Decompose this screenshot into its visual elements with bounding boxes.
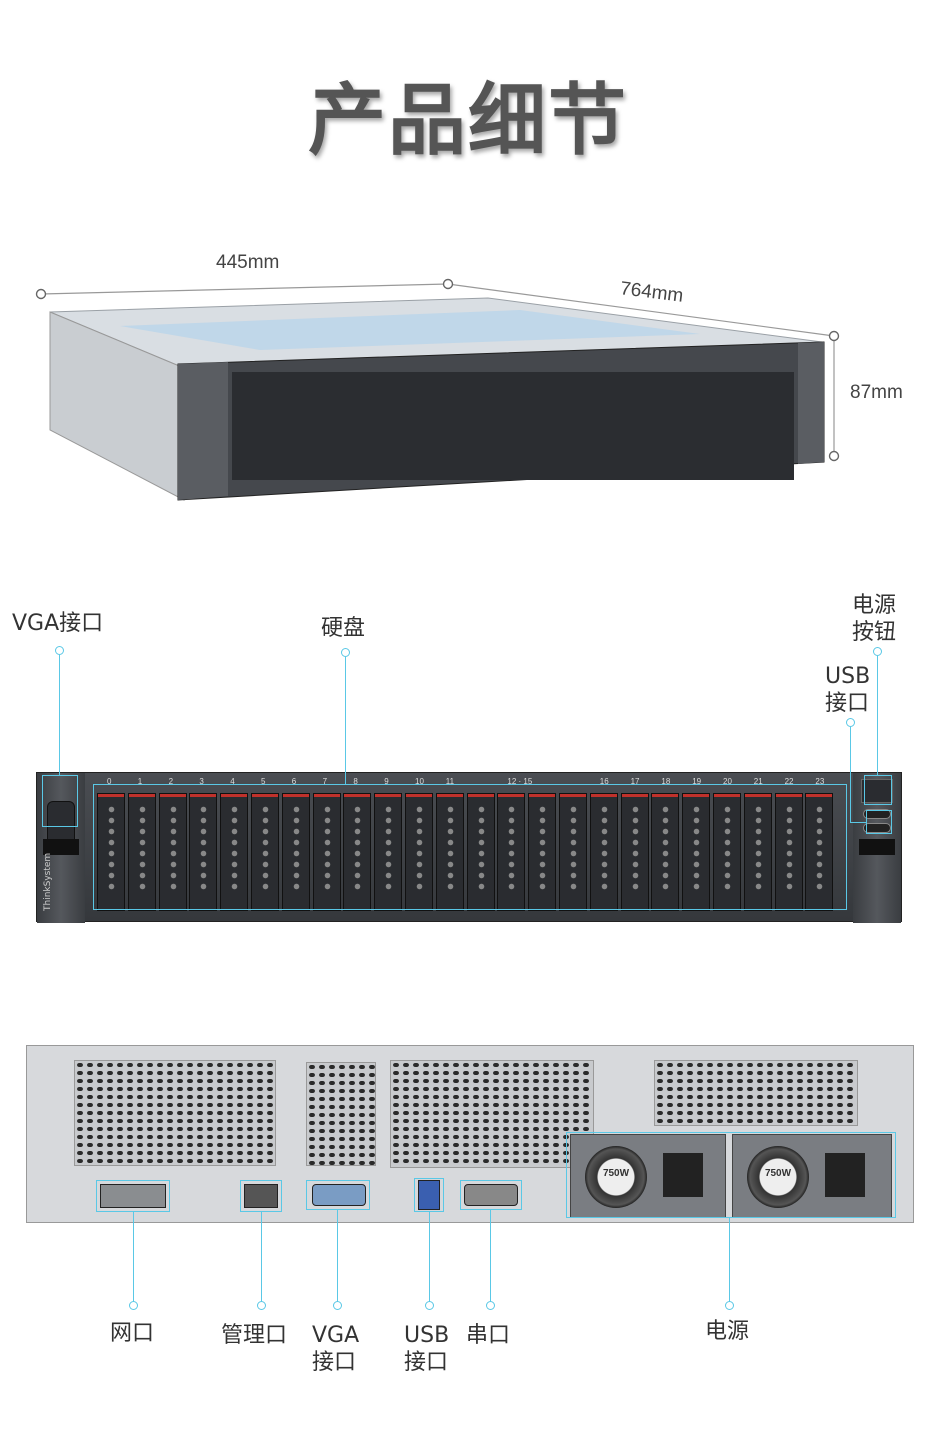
bay-number: 3	[199, 777, 204, 786]
psu-2-fan-icon: 750W	[747, 1146, 809, 1208]
drive-bay[interactable]	[158, 793, 187, 911]
drive-bay[interactable]	[559, 793, 587, 911]
right-ear	[853, 773, 901, 923]
psu-1-fan-icon: 750W	[585, 1146, 647, 1208]
riser3-grille	[654, 1060, 858, 1126]
bay-number: 21	[753, 777, 763, 786]
riser2-grille	[390, 1060, 594, 1168]
server-perspective-image	[35, 278, 840, 501]
perspective-drive-bays	[232, 372, 794, 480]
badge-slot	[43, 839, 79, 855]
bay-number: 10	[415, 777, 424, 786]
label-rear-network: 网口	[110, 1321, 155, 1346]
serial-port[interactable]	[464, 1184, 518, 1206]
label-front-vga: VGA接口	[12, 611, 104, 636]
bay-number: 7	[322, 777, 328, 786]
psu-1-socket	[663, 1153, 703, 1197]
highlight-rear-usb	[414, 1178, 444, 1212]
drive-bay[interactable]	[127, 793, 156, 911]
highlight-front-vga	[42, 775, 78, 827]
label-rear-management: 管理口	[221, 1323, 288, 1348]
center-grille	[306, 1062, 376, 1166]
riser1-grille	[74, 1060, 276, 1166]
width-label: 445mm	[216, 252, 280, 273]
bay-number: 16	[599, 777, 609, 786]
bay-number: 20	[723, 777, 732, 786]
highlight-management	[240, 1180, 282, 1212]
bay-number: 6	[291, 777, 297, 786]
usb-port-1[interactable]	[863, 809, 891, 819]
bay-number: 4	[230, 777, 235, 786]
drive-bay[interactable]	[97, 793, 125, 911]
height-label: 87mm	[850, 382, 903, 403]
highlight-rear-vga	[306, 1180, 370, 1210]
bay-number: 17	[630, 777, 640, 786]
drive-bay[interactable]	[281, 793, 310, 911]
drive-bay[interactable]	[435, 793, 464, 911]
label-rear-usb-2: 接口	[404, 1350, 449, 1375]
rear-usb-ports[interactable]	[418, 1180, 440, 1210]
rear-vga-port[interactable]	[312, 1184, 366, 1206]
drive-bay[interactable]	[528, 793, 557, 911]
bay-number: 1	[137, 777, 143, 786]
bay-number: 12 · 15	[507, 777, 533, 786]
brand-text: ThinkSystem	[43, 852, 53, 911]
psu-2: 750W	[732, 1134, 892, 1218]
label-rear-power: 电源	[705, 1319, 750, 1344]
bay-number: 5	[261, 777, 266, 786]
label-front-usb-1: USB	[825, 664, 871, 689]
highlight-power	[566, 1132, 896, 1218]
highlight-network	[96, 1180, 170, 1212]
drive-bay[interactable]	[589, 793, 618, 911]
drive-bay[interactable]	[713, 793, 741, 911]
label-rear-serial: 串口	[466, 1323, 511, 1348]
label-rear-vga-2: 接口	[312, 1350, 357, 1375]
label-rear-usb-1: USB	[404, 1323, 450, 1348]
drive-bay[interactable]	[805, 793, 834, 911]
front-vga-port	[47, 801, 75, 845]
bay-number: 23	[815, 777, 825, 786]
management-port[interactable]	[244, 1184, 278, 1208]
drive-bay[interactable]	[312, 793, 341, 911]
label-front-drives: 硬盘	[321, 616, 366, 641]
drive-bay[interactable]	[620, 793, 649, 911]
drive-bay[interactable]	[497, 793, 526, 911]
drive-bay[interactable]	[466, 793, 495, 911]
highlight-front-usb	[866, 810, 892, 834]
bay-number: 0	[107, 777, 112, 786]
drive-bay[interactable]	[189, 793, 218, 911]
drive-bay[interactable]	[220, 793, 249, 911]
drive-bay[interactable]	[682, 793, 711, 911]
bay-number: 22	[784, 777, 794, 786]
label-rear-vga-1: VGA	[312, 1323, 360, 1348]
psu-2-socket	[825, 1153, 865, 1197]
highlight-power-button	[864, 775, 892, 805]
drive-bay[interactable]	[405, 793, 433, 911]
power-button-icon[interactable]	[861, 779, 893, 803]
bay-number: 11	[445, 777, 455, 786]
label-front-usb-2: 接口	[825, 691, 870, 716]
psu-1: 750W	[570, 1134, 726, 1218]
drive-bay[interactable]	[251, 793, 279, 911]
drive-bay[interactable]	[374, 793, 403, 911]
bay-number: 19	[692, 777, 702, 786]
network-ports[interactable]	[100, 1184, 166, 1208]
bay-number: 2	[168, 777, 174, 786]
drive-bay[interactable]	[343, 793, 372, 911]
label-power-button-1: 电源	[852, 593, 897, 618]
drive-bay[interactable]	[651, 793, 680, 911]
drive-bay[interactable]	[743, 793, 772, 911]
highlight-drives	[93, 784, 847, 910]
bay-number: 18	[661, 777, 671, 786]
highlight-serial	[460, 1180, 522, 1210]
label-power-button-2: 按钮	[852, 620, 897, 645]
bay-number: 9	[384, 777, 389, 786]
drive-bay[interactable]	[774, 793, 803, 911]
page-title: 产品细节	[307, 76, 628, 166]
bay-number: 8	[353, 777, 358, 786]
badge-slot-right	[859, 839, 895, 855]
usb-port-2[interactable]	[863, 823, 891, 833]
